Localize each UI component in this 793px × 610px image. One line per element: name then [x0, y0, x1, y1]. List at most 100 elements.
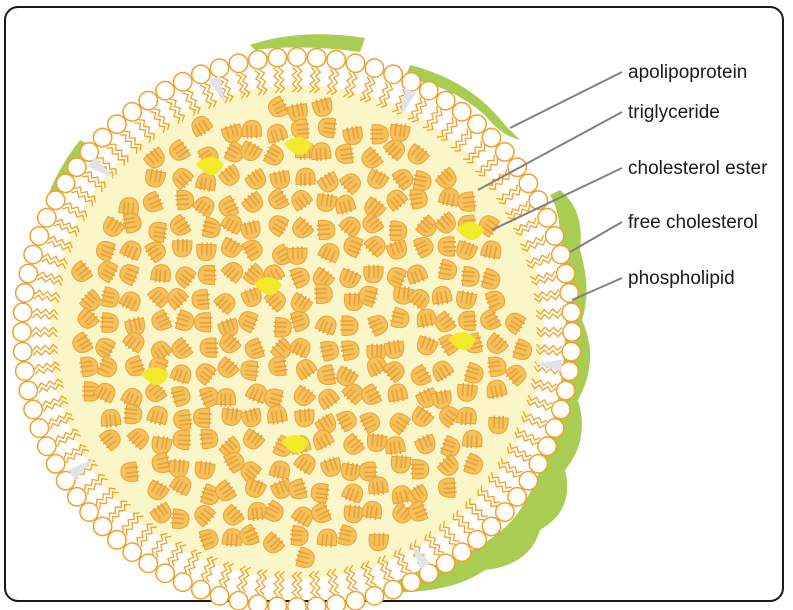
phospholipid-head	[384, 65, 402, 83]
phospholipid-head	[210, 587, 228, 605]
phospholipid-head	[268, 597, 286, 610]
phospholipid-head	[19, 264, 37, 282]
phospholipid-head	[16, 284, 34, 302]
phospholipid-head	[453, 103, 471, 121]
leader-line-apolipoprotein	[510, 72, 622, 128]
phospholipid-head	[508, 488, 526, 506]
phospholipid-head	[496, 503, 514, 521]
phospholipid-head	[24, 245, 42, 263]
phospholipid-head	[563, 323, 581, 341]
triglyceride-mark	[296, 168, 316, 186]
phospholipid-head	[108, 531, 126, 549]
triglyceride-mark	[389, 221, 407, 241]
phospholipid-head	[482, 517, 500, 535]
triglyceride-mark	[287, 246, 307, 265]
phospholipid-head	[123, 103, 141, 121]
phospholipid-head	[529, 455, 547, 473]
phospholipid-head	[508, 158, 526, 176]
phospholipid-head	[24, 400, 42, 418]
phospholipid-head	[123, 543, 141, 561]
phospholipid-head	[307, 49, 325, 67]
phospholipid-head	[16, 362, 34, 380]
phospholipid-head	[174, 573, 192, 591]
phospholipid-head	[545, 227, 563, 245]
phospholipid-head	[46, 191, 64, 209]
triglyceride-mark	[488, 415, 508, 434]
phospholipid-head	[14, 342, 32, 360]
phospholipid-head	[307, 597, 325, 610]
phospholipid-head	[13, 323, 31, 341]
phospholipid-head	[192, 65, 210, 83]
label-phospholipid: phospholipid	[628, 268, 735, 289]
phospholipid-head	[268, 49, 286, 67]
triglyceride-mark	[196, 242, 216, 260]
phospholipid-head	[468, 531, 486, 549]
phospholipid-head	[402, 73, 420, 91]
phospholipid-head	[30, 419, 48, 437]
phospholipid-head	[545, 419, 563, 437]
phospholipid-head	[93, 517, 111, 535]
phospholipid-head	[192, 580, 210, 598]
phospholipid-head	[384, 580, 402, 598]
phospholipid-head	[562, 303, 580, 321]
phospholipid-head	[538, 437, 556, 455]
triglyceride-mark	[364, 265, 383, 283]
phospholipid-head	[327, 595, 345, 610]
phospholipid-head	[402, 573, 420, 591]
label-triglyceride: triglyceride	[628, 102, 720, 123]
phospholipid-head	[56, 174, 74, 192]
phospholipid-head	[93, 128, 111, 146]
phospholipid-head	[552, 245, 570, 263]
phospholipid-head	[496, 143, 514, 161]
triglyceride-mark	[200, 338, 218, 358]
phospholipid-head	[80, 503, 98, 521]
phospholipid-head	[38, 209, 56, 227]
phospholipid-head	[346, 592, 364, 610]
phospholipid-head	[365, 587, 383, 605]
triglyceride-mark	[242, 120, 262, 139]
phospholipid-head	[30, 227, 48, 245]
phospholipid-head	[249, 51, 267, 69]
triglyceride-mark	[193, 408, 212, 428]
phospholipid-head	[210, 59, 228, 77]
triglyceride-mark	[370, 124, 388, 144]
phospholipid-head	[519, 174, 537, 192]
phospholipid-head	[19, 381, 37, 399]
phospholipid-head	[288, 48, 306, 66]
phospholipid-head	[468, 115, 486, 133]
phospholipid-head	[346, 54, 364, 72]
phospholipid-head	[552, 400, 570, 418]
phospholipid-head	[557, 264, 575, 282]
phospholipid-head	[14, 303, 32, 321]
triglyceride-mark	[198, 265, 216, 284]
phospholipid-head	[327, 51, 345, 69]
triglyceride-mark	[216, 388, 236, 406]
phospholipid-head	[365, 59, 383, 77]
phospholipid-head	[482, 128, 500, 146]
label-cholesterol-ester: cholesterol ester	[628, 158, 768, 179]
phospholipid-head	[560, 362, 578, 380]
phospholipid-head	[519, 471, 537, 489]
phospholipid-head	[174, 73, 192, 91]
phospholipid-head	[108, 115, 126, 133]
phospholipid-head	[139, 91, 157, 109]
phospholipid-head	[420, 81, 438, 99]
phospholipid-head	[156, 564, 174, 582]
triglyceride-mark	[438, 237, 457, 257]
triglyceride-mark	[340, 316, 358, 335]
phospholipid-head	[249, 595, 267, 610]
triglyceride-mark	[314, 284, 333, 304]
apolipoprotein-patch	[250, 34, 365, 52]
label-free-cholesterol: free cholesterol	[628, 212, 758, 233]
phospholipid-head	[68, 488, 86, 506]
triglyceride-mark	[369, 533, 389, 551]
phospholipid-head	[38, 437, 56, 455]
phospholipid-head	[436, 91, 454, 109]
triglyceride-mark	[411, 459, 429, 479]
phospholipid-head	[562, 342, 580, 360]
phospholipid-head	[436, 554, 454, 572]
triglyceride-mark	[173, 430, 192, 450]
phospholipid-head	[46, 455, 64, 473]
triglyceride-mark	[194, 312, 212, 332]
